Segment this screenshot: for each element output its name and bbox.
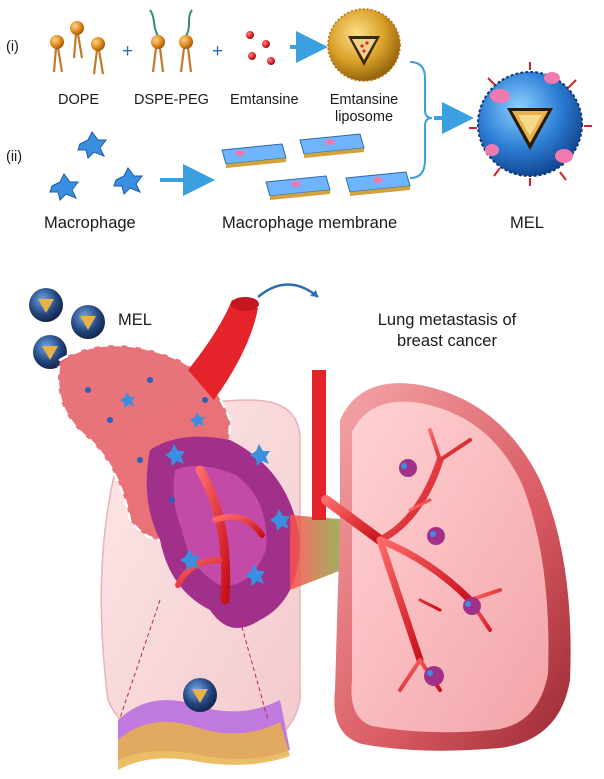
dspe-peg-lipid-icon xyxy=(149,9,193,73)
mel-label-top: MEL xyxy=(510,214,544,232)
step-i-label: (i) xyxy=(6,39,19,55)
target-label-line1: Lung metastasis of xyxy=(377,311,517,329)
emtansine-label: Emtansine xyxy=(230,92,299,108)
emtansine-liposome-icon xyxy=(327,8,401,82)
merge-bracket xyxy=(409,61,433,179)
target-label-line2: breast cancer xyxy=(397,332,497,350)
dope-lipid-icon xyxy=(50,21,105,75)
macrophage-cells-icon xyxy=(49,131,143,201)
dope-label: DOPE xyxy=(58,92,100,108)
mel-nanoparticle-icon xyxy=(469,62,592,186)
plus-sign-1: + xyxy=(122,41,134,62)
right-lung xyxy=(321,383,571,751)
liposome-label-line2: liposome xyxy=(334,109,394,125)
trachea xyxy=(312,370,326,520)
cycle-arrow xyxy=(257,283,319,298)
emtansine-molecules-icon xyxy=(246,31,275,65)
mel-label-bottom: MEL xyxy=(118,311,152,329)
step-ii-label: (ii) xyxy=(6,149,23,165)
left-lung-cross-section xyxy=(56,297,301,770)
dspe-peg-label: DSPE-PEG xyxy=(134,92,209,108)
mel-particles-small-icon xyxy=(29,288,105,369)
macrophage-membrane-icon xyxy=(221,133,411,200)
liposome-label-line1: Emtansine xyxy=(329,92,399,108)
membrane-label: Macrophage membrane xyxy=(222,214,398,232)
plus-sign-2: + xyxy=(212,41,224,62)
macrophage-label: Macrophage xyxy=(44,214,136,232)
